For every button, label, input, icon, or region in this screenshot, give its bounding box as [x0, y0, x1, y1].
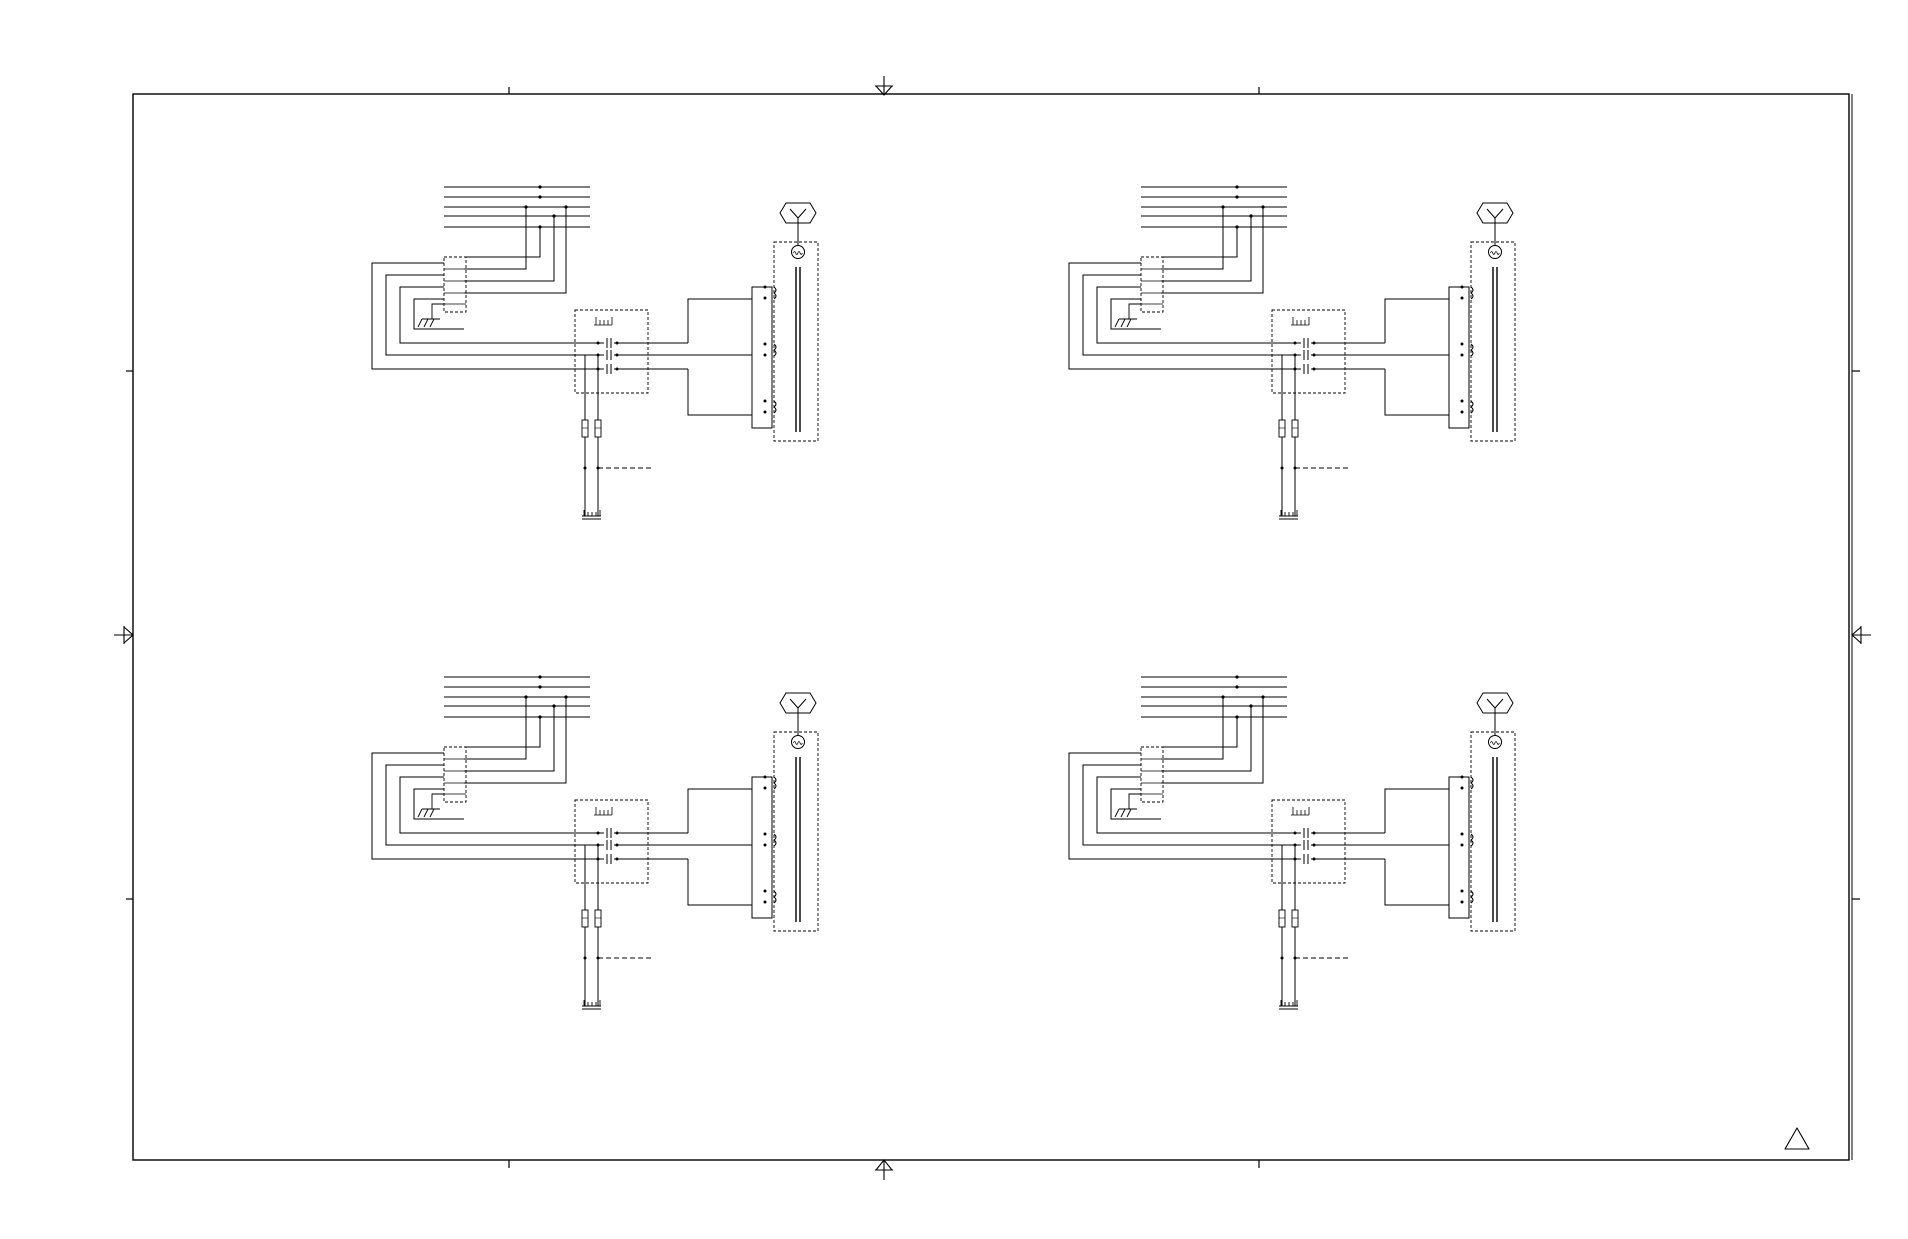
- centering-mark-bottom: [875, 1159, 893, 1180]
- circuit-top-left: [371, 184, 819, 520]
- circuit-bottom-right: [1068, 674, 1516, 1010]
- circuit-bottom-left: [371, 674, 819, 1010]
- revision-triangle-icon: [1784, 1127, 1810, 1150]
- centering-mark-right: [1851, 626, 1871, 644]
- zone-ticks: [126, 87, 1860, 1168]
- sheet-border: [132, 93, 1850, 1161]
- circuit-top-right: [1068, 184, 1516, 520]
- centering-mark-top: [875, 76, 893, 96]
- centering-mark-left: [114, 626, 134, 644]
